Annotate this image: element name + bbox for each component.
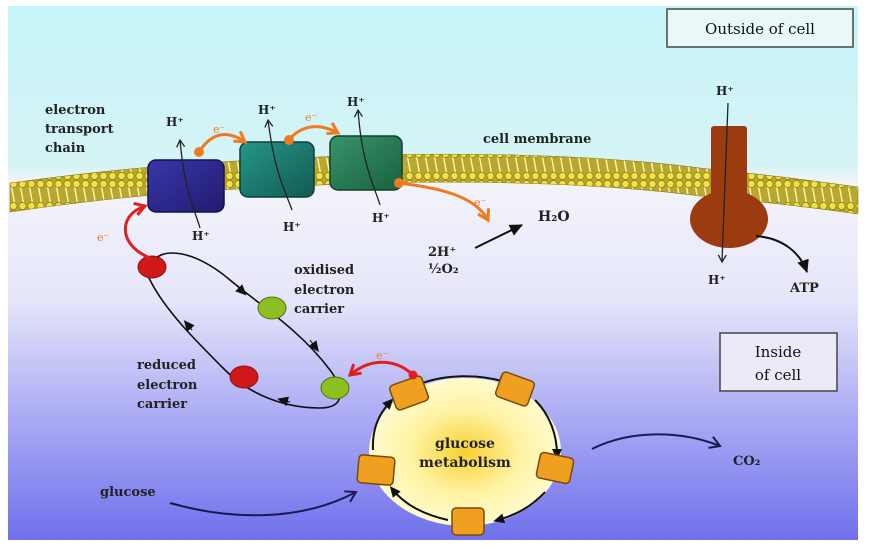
water-reactant-oxygen: ½O₂ <box>428 262 459 277</box>
cycle-arrow-4 <box>183 320 195 332</box>
glucose-input-arrow <box>169 490 358 517</box>
glucose-metabolism-cell <box>369 378 561 526</box>
enzyme-1 <box>388 375 430 411</box>
atp-label: ATP <box>789 281 819 296</box>
cycle-arrow-3 <box>277 396 291 407</box>
etc-label-line2: transport <box>45 122 114 137</box>
enzyme-5 <box>356 454 396 486</box>
oxidised-carrier-bottom <box>320 376 350 400</box>
carrier-cycle-path <box>146 252 342 409</box>
metabolism-arrow-bottom-left <box>389 486 449 521</box>
membrane-label: cell membrane <box>483 132 591 147</box>
co2-output-arrow <box>591 433 722 450</box>
water-product: H₂O <box>538 209 570 225</box>
co2-label: CO₂ <box>733 454 760 469</box>
electron-arrow-2-3 <box>287 122 341 141</box>
inside-of-cell-label-line1: Inside <box>755 343 802 361</box>
proton-label-c1-out: H⁺ <box>166 115 184 129</box>
proton-label-c3-out: H⁺ <box>347 95 365 109</box>
reduced-carrier-bottom <box>229 365 259 389</box>
glucose-label: glucose <box>100 485 156 500</box>
water-formation-arrow <box>474 224 523 249</box>
proton-arrow-3 <box>353 108 381 206</box>
atp-production-arrow <box>755 235 809 273</box>
proton-arrow-2 <box>264 118 293 211</box>
metabolism-arrow-bottom-right <box>493 491 546 524</box>
metabolism-label-line1: glucose <box>435 436 495 452</box>
metabolism-arrow-top <box>419 375 510 385</box>
metabolism-arrow-left <box>371 398 394 451</box>
cycle-arrow-1 <box>235 284 247 296</box>
metabolism-cycle-arrows <box>371 375 562 524</box>
etc-label-line3: chain <box>45 141 86 156</box>
oxidised-label-line3: carrier <box>294 302 344 317</box>
proton-label-c1-in: H⁺ <box>192 229 210 243</box>
atp-synthase <box>690 126 768 248</box>
reduced-label-line2: electron <box>137 378 198 393</box>
inside-of-cell-box: Inside of cell <box>719 332 838 392</box>
electron-arrow-carrier-to-complex <box>123 202 151 260</box>
atp-proton-label-in: H⁺ <box>708 273 726 287</box>
cycle-arrow-2 <box>308 339 319 352</box>
electron-arrow-metabolism-to-carrier <box>347 360 415 377</box>
atp-synthase-proton-arrow <box>717 102 729 264</box>
metabolism-enzymes <box>356 371 575 536</box>
complex-1 <box>147 159 225 213</box>
electron-label-3: e⁻ <box>474 196 487 209</box>
atp-proton-label-out: H⁺ <box>716 84 734 98</box>
inside-of-cell-label-line2: of cell <box>755 366 801 384</box>
etc-label-line1: electron <box>45 103 106 118</box>
electron-label-1: e⁻ <box>213 123 226 136</box>
proton-label-c3-in: H⁺ <box>372 211 390 225</box>
electron-carrier-cycle <box>146 252 342 409</box>
reduced-label-line1: reduced <box>137 358 196 373</box>
reduced-label-line3: carrier <box>137 397 187 412</box>
proton-arrow-1 <box>176 138 201 229</box>
outside-of-cell-box: Outside of cell <box>666 8 854 48</box>
oxidised-label-line1: oxidised <box>294 263 354 278</box>
proton-label-c2-in: H⁺ <box>283 220 301 234</box>
electron-arrow-to-oxygen <box>398 181 491 223</box>
proton-label-c2-out: H⁺ <box>258 103 276 117</box>
metabolism-arrow-right <box>534 399 562 460</box>
oxidised-label-line2: electron <box>294 283 355 298</box>
oxidised-carrier-top <box>257 296 287 320</box>
electron-label-5: e⁻ <box>376 349 389 362</box>
water-reactant-protons: 2H⁺ <box>428 245 456 260</box>
outside-of-cell-label: Outside of cell <box>705 20 815 38</box>
reduced-carrier-top <box>137 255 167 279</box>
metabolism-label-line2: metabolism <box>419 455 511 471</box>
enzyme-4 <box>451 507 485 536</box>
electron-label-2: e⁻ <box>305 111 318 124</box>
electron-label-4: e⁻ <box>97 231 110 244</box>
electron-arrow-1-2 <box>197 130 248 153</box>
enzyme-2 <box>494 371 536 407</box>
enzyme-3 <box>535 451 575 485</box>
